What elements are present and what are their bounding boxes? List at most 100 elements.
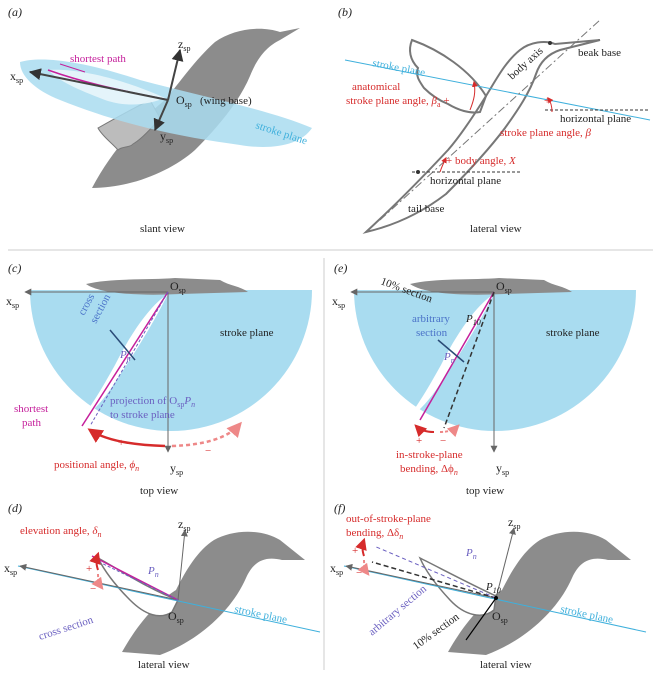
path-label-c: path: [22, 417, 41, 429]
z-sp-axis-d: [177, 529, 188, 601]
o-sp-label-c: Osp: [170, 279, 186, 295]
positional-minus: −: [205, 445, 211, 457]
stroke-plane-label-e: stroke plane: [546, 327, 600, 339]
elevation-minus: −: [90, 583, 96, 595]
x-sp-label-e: xsp: [332, 294, 345, 310]
wing-f: [418, 556, 497, 616]
z-sp-label-d: zsp: [178, 517, 190, 533]
beak-base-dot: [548, 41, 552, 45]
pn-label-f: Pn: [465, 547, 477, 561]
panel-e-tag: (e): [334, 261, 347, 275]
shortest-path-label: shortest path: [70, 53, 126, 65]
positional-angle-arc-minus: [171, 421, 242, 448]
panel-e-caption: top view: [466, 485, 504, 497]
in-plane-plus: +: [416, 435, 422, 447]
panel-d-tag: (d): [8, 501, 22, 515]
stroke-plane-label-c: stroke plane: [220, 327, 274, 339]
stroke-plane-label-b: stroke plane: [371, 57, 426, 79]
body-angle-arc: [439, 156, 447, 173]
panel-c-caption: top view: [140, 485, 178, 497]
panel-a-tag: (a): [8, 5, 22, 19]
section-label-e: section: [416, 327, 448, 339]
x-sp-axis: [28, 68, 169, 101]
stroke-plane-label-f: stroke plane: [559, 603, 614, 626]
stroke-plane-line-d: [17, 565, 321, 633]
cross-section-label-d: cross section: [37, 614, 95, 643]
z-sp-axis: [167, 48, 184, 101]
bird-top-silhouette-c: [86, 278, 248, 295]
wing-outline: [409, 38, 488, 114]
bird-silhouette-d: [122, 531, 305, 655]
out-of-plane-label-1: out-of-stroke-plane: [346, 513, 431, 525]
panel-a: (a) shortest path xsp zsp ysp Osp (wing …: [8, 5, 312, 235]
p10-label-f: P10: [485, 581, 501, 595]
shortest-path-leader: [59, 63, 86, 73]
body-axis-label: body axis: [506, 45, 546, 82]
shortest-path-line-c: [81, 291, 169, 427]
panel-f: (f) + − out-of-stroke-plane bending, Δδn…: [330, 501, 647, 671]
ten-percent-section-line-f: [465, 597, 497, 641]
cross-section-line-c: [109, 329, 136, 361]
panel-d: (d) + − elevation angle, δn xsp zsp Osp …: [4, 501, 321, 671]
arbitrary-section-label-f: arbitrary section: [366, 583, 429, 639]
elevation-plus: +: [86, 563, 92, 575]
pn-label-d: Pn: [147, 565, 159, 579]
out-of-plane-label-2: bending, Δδn: [346, 527, 403, 541]
stroke-plane-angle-label: stroke plane angle, β: [500, 127, 592, 139]
z-sp-label-f: zsp: [508, 515, 520, 531]
beak-base-label: beak base: [578, 47, 621, 59]
anatomical-label-1: anatomical: [352, 81, 400, 93]
arbitrary-label-e: arbitrary: [412, 313, 450, 325]
anatomical-angle-arc: [469, 80, 478, 111]
projection-line-c: [89, 291, 169, 427]
z-sp-label: zsp: [178, 37, 190, 53]
o-sp-label-d: Osp: [168, 609, 184, 625]
out-of-plane-arc-minus: [357, 559, 370, 576]
in-plane-minus: −: [440, 435, 446, 447]
panel-b-caption: lateral view: [470, 223, 522, 235]
positional-angle-arc-plus: [87, 428, 166, 448]
in-plane-label-1: in-stroke-plane: [396, 449, 463, 461]
elevation-arc-plus: [89, 551, 101, 571]
tail-base-label: tail base: [408, 203, 444, 215]
stroke-plane-angle-arc: [547, 97, 554, 113]
y-sp-axis: [153, 99, 169, 132]
stroke-plane-line-b: [344, 59, 651, 121]
y-sp-label-c: ysp: [170, 461, 183, 477]
tail-base-dot: [416, 170, 420, 174]
out-of-plane-plus: +: [352, 545, 358, 557]
panel-f-tag: (f): [334, 501, 345, 515]
x-sp-label-f: xsp: [330, 561, 343, 577]
stroke-plane-angle-plus: +: [544, 95, 550, 107]
x-sp-label: xsp: [10, 69, 23, 85]
horizontal-plane-top-label: horizontal plane: [560, 113, 631, 125]
wing-top-e: [406, 294, 494, 420]
hummingbird-outline: [362, 39, 601, 234]
out-of-plane-minus: −: [356, 567, 362, 579]
wing-d: [96, 556, 180, 617]
bird-silhouette-f: [448, 531, 631, 655]
panel-f-caption: lateral view: [480, 659, 532, 671]
ten-percent-direction-f: [371, 561, 497, 599]
projection-label-c-2: to stroke plane: [110, 409, 175, 421]
panel-c-tag: (c): [8, 261, 21, 275]
x-sp-axis-f: [345, 563, 497, 599]
stroke-plane-semicircle-e: [354, 290, 636, 431]
o-sp-label: Osp: [176, 93, 192, 109]
pn-label-e: Pn: [443, 351, 455, 365]
z-sp-axis-f: [495, 527, 516, 599]
pn-label-c: Pn: [119, 349, 131, 363]
panel-b-tag: (b): [338, 5, 352, 19]
elevation-arc-minus: [91, 573, 104, 590]
in-plane-bending-arc-plus: [414, 424, 435, 438]
panel-c: (c) xsp ysp Osp cross section stroke pla…: [6, 261, 312, 497]
p10-label-e: P10: [465, 313, 481, 327]
wing-base-label: (wing base): [200, 95, 252, 107]
body-angle-label: + body angle, Χ: [446, 155, 517, 167]
panel-a-caption: slant view: [140, 223, 185, 235]
stroke-plane-label-d: stroke plane: [233, 603, 288, 626]
projection-label-c: projection of OspPn: [110, 395, 195, 409]
panel-b: (b) stroke plane body axis beak base hor…: [338, 5, 651, 235]
panel-e: (e) 10% section xsp ysp Osp arbitrary se…: [332, 261, 636, 497]
ten-percent-direction-e: [443, 291, 495, 429]
